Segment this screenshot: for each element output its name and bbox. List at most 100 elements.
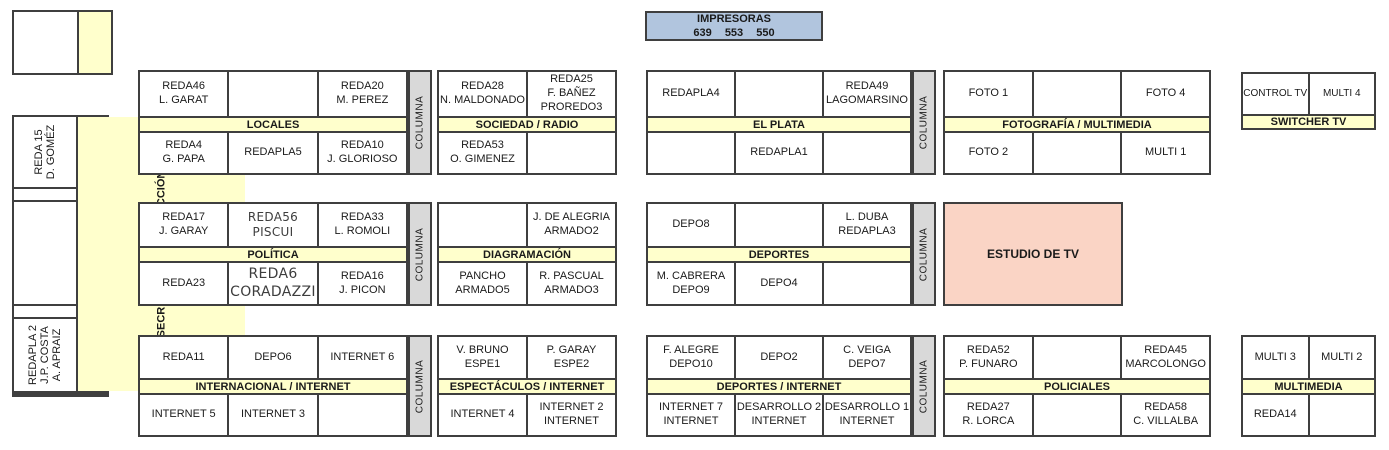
desk-reda15-label: REDA 15 D. GOMÉZ — [32, 124, 57, 180]
desk-reda10: REDA10 J. GLORIOSO — [318, 133, 406, 173]
section-label-internacional-internet: INTERNACIONAL / INTERNET — [140, 380, 406, 393]
desk-internet5: INTERNET 5 — [140, 395, 228, 435]
desk-foto2: FOTO 2 — [945, 133, 1032, 173]
empty-desk — [528, 133, 615, 173]
block-diagramacion: J. DE ALEGRIA ARMADO2 DIAGRAMACIÓN PANCH… — [437, 202, 617, 306]
empty-desk — [1309, 395, 1374, 435]
desk-multi4: MULTI 4 — [1309, 74, 1374, 114]
desk-armado5: PANCHO ARMADO5 — [439, 263, 526, 304]
empty-desk — [1033, 395, 1121, 435]
desk-depo2: DEPO2 — [736, 337, 822, 378]
desk-redapla4: REDAPLA4 — [648, 72, 734, 116]
section-label-policiales: POLICIALES — [945, 380, 1209, 393]
block-fotografia-multimedia: FOTO 1 FOTO 4 FOTOGRAFÍA / MULTIMEDIA FO… — [943, 70, 1211, 175]
desk-foto1: FOTO 1 — [945, 72, 1032, 116]
desk-reda17: REDA17 J. GARAY — [140, 204, 228, 246]
desk-internet3: INTERNET 3 — [229, 395, 317, 435]
desk-reda25: REDA25 F. BAÑEZ PROREDO3 — [528, 72, 615, 116]
block-switcher-tv: CONTROL TV MULTI 4 SWITCHER TV — [1241, 72, 1376, 130]
desk-control-tv: CONTROL TV — [1243, 74, 1308, 114]
desk-reda45: REDA45 MARCOLONGO — [1122, 337, 1209, 378]
desk-reda15: REDA 15 D. GOMÉZ — [14, 117, 76, 187]
empty-desk — [1033, 133, 1121, 173]
spacer-cell — [14, 189, 76, 200]
pillar-columna: COLUMNA — [408, 335, 432, 437]
desk-armado3: R. PASCUAL ARMADO3 — [528, 263, 615, 304]
impresoras-title: IMPRESORAS — [697, 12, 771, 25]
secretarios-panel: REDA 15 D. GOMÉZ REDAPLA 2 J.P. COSTA A.… — [12, 115, 245, 397]
desk-espe2: P. GARAY ESPE2 — [528, 337, 615, 378]
desk-redapla2-label: REDAPLA 2 J.P. COSTA A. APRAIZ — [26, 325, 63, 385]
desk-internet7: INTERNET 7 INTERNET — [648, 395, 734, 435]
section-label-locales: LOCALES — [140, 118, 406, 131]
desk-reda49: REDA49 LAGOMARSINO — [824, 72, 910, 116]
pillar-label: COLUMNA — [918, 95, 930, 150]
section-label-el-plata: EL PLATA — [648, 118, 910, 131]
block-deportes-internet: F. ALEGRE DEPO10 DEPO2 C. VEIGA DEPO7 DE… — [646, 335, 912, 437]
desk-redapla1: REDAPLA1 — [736, 133, 822, 173]
desk-depo10: F. ALEGRE DEPO10 — [648, 337, 734, 378]
pillar-label: COLUMNA — [918, 227, 930, 281]
legend-white-cell — [14, 12, 77, 73]
pillar-label: COLUMNA — [918, 359, 930, 413]
desk-internet2: INTERNET 2 INTERNET — [528, 395, 615, 435]
desk-multi1: MULTI 1 — [1122, 133, 1209, 173]
section-label-politica: POLÍTICA — [140, 248, 406, 261]
empty-desk — [648, 133, 734, 173]
section-label-multimedia: MULTIMEDIA — [1243, 380, 1374, 393]
desk-depo4: DEPO4 — [736, 263, 822, 304]
impresoras-box: IMPRESORAS 639 553 550 — [645, 11, 823, 41]
pillar-columna: COLUMNA — [408, 202, 432, 306]
empty-desk — [736, 204, 822, 246]
desk-reda52: REDA52 P. FUNARO — [945, 337, 1032, 378]
pillar-columna: COLUMNA — [912, 335, 936, 437]
desk-reda58: REDA58 C. VILLALBA — [1122, 395, 1209, 435]
desk-depo7: C. VEIGA DEPO7 — [824, 337, 910, 378]
desk-reda4: REDA4 G. PAPA — [140, 133, 228, 173]
block-sociedad-radio: REDA28 N. MALDONADO REDA25 F. BAÑEZ PROR… — [437, 70, 617, 175]
block-el-plata: REDAPLA4 REDA49 LAGOMARSINO EL PLATA RED… — [646, 70, 912, 175]
estudio-label: ESTUDIO DE TV — [986, 247, 1079, 261]
desk-armado2: J. DE ALEGRIA ARMADO2 — [528, 204, 615, 246]
desk-foto4: FOTO 4 — [1122, 72, 1209, 116]
desk-reda20: REDA20 M. PEREZ — [318, 72, 406, 116]
desk-reda11: REDA11 — [140, 337, 228, 378]
desk-depo9: M. CABRERA DEPO9 — [648, 263, 734, 304]
block-internacional-internet: REDA11 DEPO6 INTERNET 6 INTERNACIONAL / … — [138, 335, 408, 437]
section-label-diagramacion: DIAGRAMACIÓN — [439, 248, 615, 261]
desk-reda46: REDA46 L. GARAT — [140, 72, 228, 116]
section-label-switcher-tv: SWITCHER TV — [1243, 116, 1374, 128]
desk-redapla2: REDAPLA 2 J.P. COSTA A. APRAIZ — [14, 319, 76, 391]
block-policiales: REDA52 P. FUNARO REDA45 MARCOLONGO POLIC… — [943, 335, 1211, 437]
section-label-espectaculos-internet: ESPECTÁCULOS / INTERNET — [439, 380, 615, 393]
block-deportes: DEPO8 L. DUBA REDAPLA3 DEPORTES M. CABRE… — [646, 202, 912, 306]
empty-desk — [824, 263, 910, 304]
section-label-sociedad-radio: SOCIEDAD / RADIO — [439, 118, 615, 131]
desk-desarrollo1: DESARROLLO 1 INTERNET — [824, 395, 910, 435]
block-espectaculos-internet: V. BRUNO ESPE1 P. GARAY ESPE2 ESPECTÁCUL… — [437, 335, 617, 437]
legend-box — [12, 10, 113, 75]
block-politica: REDA17 J. GARAY REDA56 PISCUI REDA33 L. … — [138, 202, 408, 306]
desk-redapla3: L. DUBA REDAPLA3 — [824, 204, 910, 246]
estudio-de-tv: ESTUDIO DE TV — [943, 202, 1123, 306]
pillar-label: COLUMNA — [414, 359, 426, 413]
desk-reda28: REDA28 N. MALDONADO — [439, 72, 526, 116]
pillar-label: COLUMNA — [414, 95, 426, 150]
pillar-columna: COLUMNA — [408, 70, 432, 175]
empty-desk — [229, 72, 317, 116]
desk-reda23: REDA23 — [140, 263, 228, 304]
empty-desk — [439, 204, 526, 246]
desk-reda6: REDA6 CORADAZZI — [229, 263, 317, 304]
section-label-deportes-internet: DEPORTES / INTERNET — [648, 380, 910, 393]
desk-internet4: INTERNET 4 — [439, 395, 526, 435]
desk-depo8: DEPO8 — [648, 204, 734, 246]
desk-espe1: V. BRUNO ESPE1 — [439, 337, 526, 378]
pillar-columna: COLUMNA — [912, 70, 936, 175]
legend-yellow-cell — [79, 12, 111, 73]
pillar-label: COLUMNA — [414, 227, 426, 281]
empty-desk — [824, 133, 910, 173]
desk-multi2: MULTI 2 — [1309, 337, 1374, 378]
desk-depo6: DEPO6 — [229, 337, 317, 378]
pillar-columna: COLUMNA — [912, 202, 936, 306]
impresoras-numbers: 639 553 550 — [693, 27, 775, 39]
